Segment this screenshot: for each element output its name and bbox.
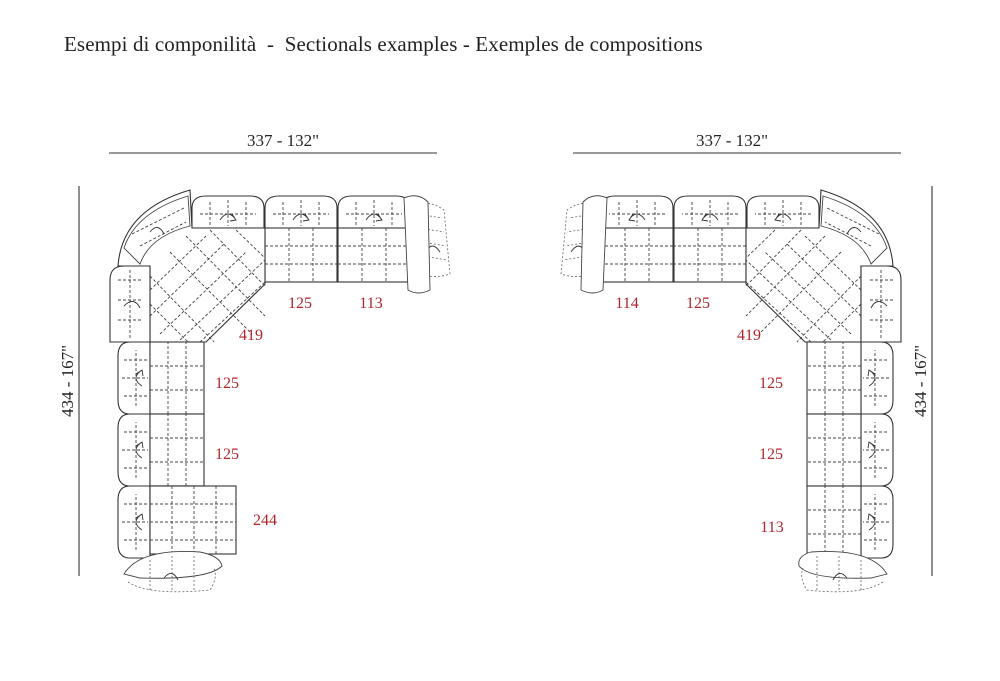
- left-label-side-2: 125: [215, 446, 239, 463]
- right-column-seat-3: [806, 485, 894, 559]
- left-column-seat-2: [117, 413, 205, 487]
- left-width-dimension: 337 - 132": [247, 131, 319, 150]
- page-title: Esempi di componilità - Sectionals examp…: [64, 32, 703, 56]
- left-chaise: [149, 485, 237, 555]
- left-label-corner: 419: [239, 327, 263, 344]
- left-sectional: 337 - 132" 434 - 167": [58, 131, 451, 593]
- left-label-top-2: 113: [359, 295, 382, 312]
- left-top-seat-3: [337, 195, 411, 283]
- left-depth-dimension: 434 - 167": [58, 345, 77, 417]
- right-depth-dimension: 434 - 167": [911, 345, 930, 417]
- right-sectional: 337 - 132" 434 - 167": [560, 131, 933, 593]
- right-bottom-recliner: [798, 551, 888, 593]
- left-column-seat-1: [117, 341, 205, 415]
- right-label-side-1: 125: [759, 375, 783, 392]
- right-top-recliner: [560, 195, 608, 294]
- right-label-end: 113: [760, 519, 783, 536]
- right-column-seat-1: [806, 341, 894, 415]
- right-label-top-2: 125: [686, 295, 710, 312]
- right-top-seat-3: [600, 195, 674, 283]
- right-column-seat-2: [806, 413, 894, 487]
- right-width-dimension: 337 - 132": [696, 131, 768, 150]
- right-corner: [745, 189, 894, 343]
- right-label-side-2: 125: [759, 446, 783, 463]
- left-corner: [117, 189, 266, 343]
- left-top-seat-2: [264, 195, 338, 283]
- right-label-corner: 419: [737, 327, 761, 344]
- left-label-side-1: 125: [215, 375, 239, 392]
- left-label-chaise: 244: [253, 512, 277, 529]
- right-label-top-1: 114: [615, 295, 638, 312]
- left-top-recliner: [403, 195, 451, 294]
- left-bottom-recliner: [123, 551, 223, 593]
- right-top-seat-2: [673, 195, 747, 283]
- left-label-top-1: 125: [288, 295, 312, 312]
